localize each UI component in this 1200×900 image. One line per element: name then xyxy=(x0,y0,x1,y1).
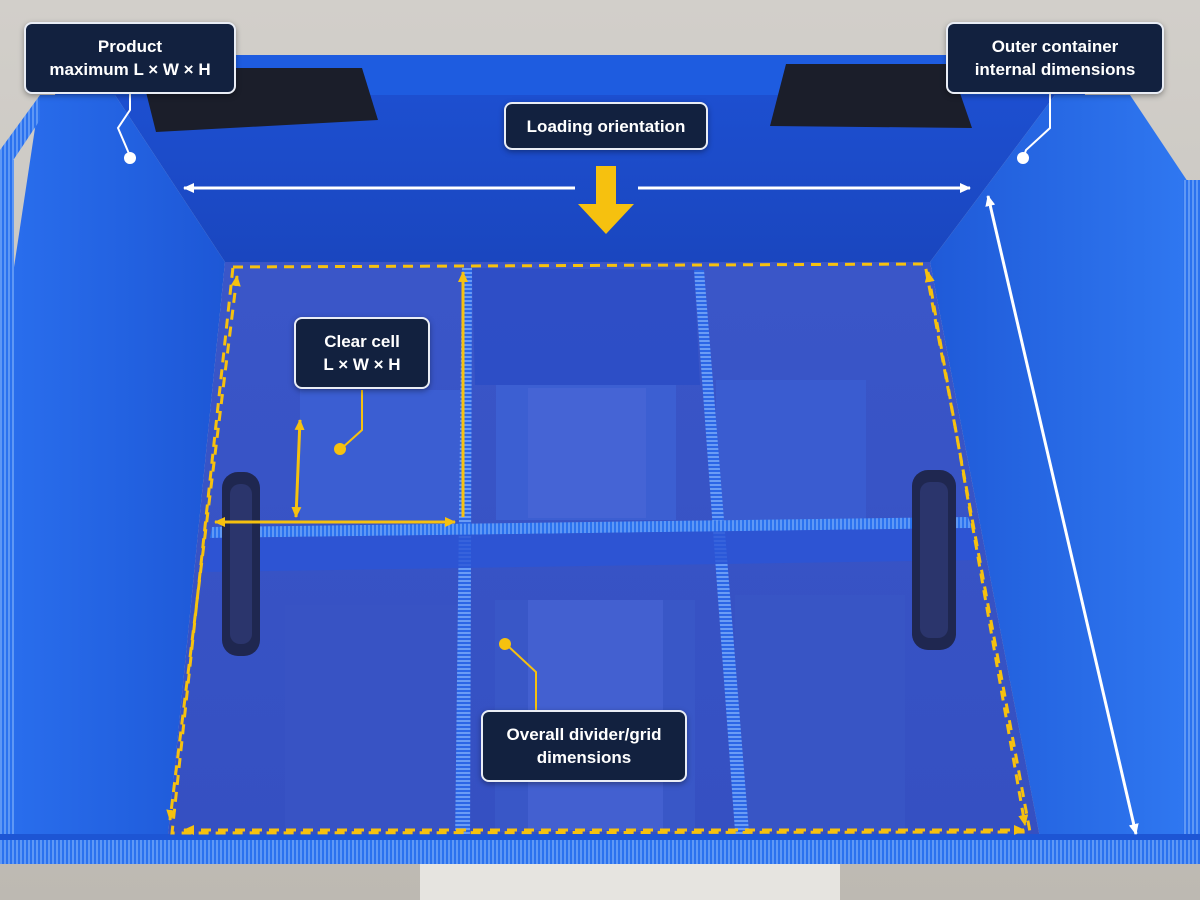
arrow-down-icon xyxy=(578,166,634,234)
callout-text: Product xyxy=(97,37,163,56)
lower-cell-panel xyxy=(285,605,460,830)
lower-cell-panel xyxy=(735,595,905,831)
callout-text: dimensions xyxy=(536,748,632,767)
left-wall-edge xyxy=(0,95,40,180)
callout-text: L × W × H xyxy=(323,355,401,374)
callout-text: Clear cell xyxy=(324,332,400,351)
loading-orientation-callout: Loading orientation xyxy=(504,102,708,150)
product-leader xyxy=(116,94,131,157)
cell-leader-dot xyxy=(334,443,346,455)
right-wall-flute xyxy=(1183,180,1200,850)
callout-text: Overall divider/grid xyxy=(506,725,662,744)
upper-cell-panel xyxy=(300,390,462,520)
clear-cell-callout: Clear cell L × W × H xyxy=(294,317,430,389)
handle-left-grip xyxy=(230,484,252,644)
grid-side-arrow xyxy=(924,271,1029,826)
callout-text: Loading orientation xyxy=(526,116,686,136)
callout-text: Outer container xyxy=(991,37,1119,56)
divider-horizontal-face xyxy=(205,528,978,572)
outer-leader-dot xyxy=(1017,152,1029,164)
grid-side-arrow xyxy=(166,275,241,821)
cell-leader xyxy=(341,390,363,449)
outer-container-dimensions-callout: Outer container internal dimensions xyxy=(946,22,1164,94)
product-max-dimensions-callout: Product maximum L × W × H xyxy=(24,22,236,94)
box-front-rim-top xyxy=(0,834,1200,840)
left-wall-flute xyxy=(0,160,14,850)
divider-panel-shade xyxy=(472,268,700,385)
product-leader-dot xyxy=(124,152,136,164)
box-back-wall xyxy=(115,95,1055,262)
grid-leader xyxy=(507,645,537,710)
upper-cell-inner xyxy=(528,388,646,518)
divider-horizontal xyxy=(210,517,972,538)
cell-width-arrow xyxy=(291,419,305,518)
upper-cell-panel xyxy=(716,380,866,520)
callout-text: internal dimensions xyxy=(974,60,1136,79)
handle-right-grip xyxy=(920,482,948,638)
divider-grid-dimensions-callout: Overall divider/grid dimensions xyxy=(481,710,687,782)
callout-text: maximum L × W × H xyxy=(49,60,211,79)
grid-leader-dot xyxy=(499,638,511,650)
label-plate-right xyxy=(770,64,972,128)
box-front-rim xyxy=(0,838,1200,864)
